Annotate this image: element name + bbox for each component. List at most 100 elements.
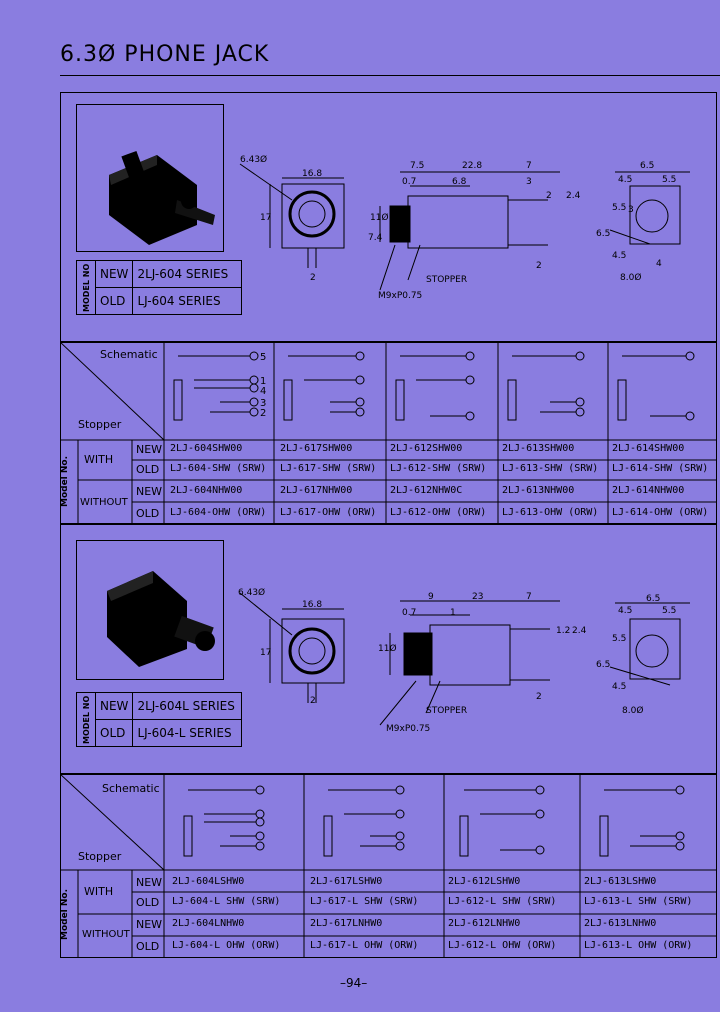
series2-drawing: 6.43Ø 16.8 17 2 9 23 7 0.7 1 1.2 2.4 11Ø… — [238, 587, 690, 734]
title-rule — [60, 75, 720, 76]
svg-text:1: 1 — [260, 376, 266, 387]
table1 — [60, 342, 717, 524]
svg-text:3: 3 — [260, 398, 266, 409]
model-no-vertical-2: Model No. — [60, 888, 70, 940]
with-old-label-2: OLD — [136, 896, 160, 909]
t2-c4-with-old: LJ-613-L SHW (SRW) — [584, 896, 693, 907]
with-new-label: NEW — [136, 443, 163, 456]
svg-text:3: 3 — [526, 177, 532, 187]
svg-text:1: 1 — [450, 608, 456, 618]
series2-panel — [60, 524, 717, 774]
series2-new-tag: NEW — [94, 692, 134, 720]
t1-c5-without-new: 2LJ-614NHW00 — [612, 485, 685, 496]
schematic-label-2: Schematic — [102, 782, 160, 795]
svg-text:5: 5 — [260, 352, 266, 363]
model-no-label-2: MODEL NO — [76, 692, 96, 747]
series1-model-table: MODEL NO NEW 2LJ-604 SERIES OLD LJ-604 S… — [76, 260, 243, 315]
t1-c2-without-old: LJ-617-OHW (ORW) — [280, 507, 377, 518]
t1-c4-without-new: 2LJ-613NHW00 — [502, 485, 575, 496]
series1-drawing: 6.43Ø 16.8 17 2 7.5 22.8 7 0.7 6.8 3 2 2… — [239, 154, 690, 300]
svg-text:4.5: 4.5 — [612, 682, 626, 692]
svg-text:2.4: 2.4 — [572, 626, 587, 636]
svg-text:6.5: 6.5 — [646, 594, 660, 604]
t1-c3-without-new: 2LJ-612NHW0C — [390, 485, 463, 496]
svg-text:2: 2 — [310, 696, 316, 706]
svg-text:2: 2 — [536, 261, 542, 271]
svg-text:4.5: 4.5 — [612, 251, 626, 261]
jack-photo-image — [109, 150, 215, 245]
t1-c4-with-old: LJ-613-SHW (SRW) — [502, 463, 599, 474]
svg-text:17: 17 — [260, 213, 271, 223]
table1-lines: 5 1 4 3 2 — [60, 342, 717, 524]
svg-text:0.7: 0.7 — [402, 608, 416, 618]
page-title: 6.3Ø PHONE JACK — [60, 42, 270, 67]
with-new-label-2: NEW — [136, 876, 163, 889]
svg-text:2: 2 — [260, 408, 266, 419]
svg-text:2: 2 — [310, 273, 316, 283]
svg-text:7.5: 7.5 — [410, 161, 424, 171]
t1-c3-without-old: LJ-612-OHW (ORW) — [390, 507, 487, 518]
t2-c4-without-new: 2LJ-613LNHW0 — [584, 918, 657, 929]
t1-c2-without-new: 2LJ-617NHW00 — [280, 485, 353, 496]
t2-c2-without-new: 2LJ-617LNHW0 — [310, 918, 383, 929]
series1-old-name: LJ-604 SERIES — [132, 287, 243, 315]
svg-text:4: 4 — [260, 386, 266, 397]
t2-c3-without-old: LJ-612-L OHW (ORW) — [448, 940, 557, 951]
svg-text:11Ø: 11Ø — [378, 643, 397, 654]
series2-photo — [76, 540, 224, 680]
series2-old-name: LJ-604-L SERIES — [132, 719, 243, 747]
t1-c1-without-new: 2LJ-604NHW00 — [170, 485, 243, 496]
svg-text:5.5: 5.5 — [662, 606, 676, 616]
t2-c4-with-new: 2LJ-613LSHW0 — [584, 876, 657, 887]
svg-text:4.5: 4.5 — [618, 606, 632, 616]
t1-c2-with-old: LJ-617-SHW (SRW) — [280, 463, 377, 474]
series1-panel — [60, 92, 717, 342]
t2-c2-without-old: LJ-617-L OHW (ORW) — [310, 940, 419, 951]
with-label-2: WITH — [84, 885, 114, 898]
model-no-vertical: Model No. — [60, 455, 70, 507]
svg-text:5.5: 5.5 — [612, 634, 626, 644]
svg-text:3: 3 — [628, 205, 634, 215]
svg-text:M9xP0.75: M9xP0.75 — [386, 724, 430, 734]
t2-c3-without-new: 2LJ-612LNHW0 — [448, 918, 521, 929]
svg-text:9: 9 — [428, 592, 434, 602]
table2 — [60, 774, 717, 958]
t1-c5-with-new: 2LJ-614SHW00 — [612, 443, 685, 454]
svg-text:7: 7 — [526, 592, 532, 602]
without-label-2: WITHOUT — [82, 929, 130, 940]
series1-new-tag: NEW — [94, 260, 134, 288]
series2-model-table: MODEL NO NEW 2LJ-604L SERIES OLD LJ-604-… — [76, 692, 243, 747]
t2-c3-with-new: 2LJ-612LSHW0 — [448, 876, 521, 887]
t2-c1-with-old: LJ-604-L SHW (SRW) — [172, 896, 281, 907]
t1-c1-without-old: LJ-604-OHW (ORW) — [170, 507, 267, 518]
series1-photo — [76, 104, 224, 252]
svg-text:6.5: 6.5 — [596, 660, 610, 670]
svg-text:5.5: 5.5 — [662, 175, 676, 185]
series2-new-name: 2LJ-604L SERIES — [132, 692, 243, 720]
svg-text:8.0Ø: 8.0Ø — [622, 705, 643, 716]
svg-text:2: 2 — [536, 692, 542, 702]
svg-text:6.5: 6.5 — [596, 229, 610, 239]
t1-c5-without-old: LJ-614-OHW (ORW) — [612, 507, 709, 518]
t1-c5-with-old: LJ-614-SHW (SRW) — [612, 463, 709, 474]
model-no-label: MODEL NO — [76, 260, 96, 315]
series1-new-name: 2LJ-604 SERIES — [132, 260, 243, 288]
t1-c3-with-new: 2LJ-612SHW00 — [390, 443, 463, 454]
without-new-label: NEW — [136, 485, 163, 498]
without-new-label-2: NEW — [136, 918, 163, 931]
table2-lines — [60, 774, 717, 958]
t1-c4-with-new: 2LJ-613SHW00 — [502, 443, 575, 454]
t2-c1-without-new: 2LJ-604LNHW0 — [172, 918, 245, 929]
svg-text:2: 2 — [546, 191, 552, 201]
t2-c2-with-new: 2LJ-617LSHW0 — [310, 876, 383, 887]
without-old-label-2: OLD — [136, 940, 160, 953]
t1-c3-with-old: LJ-612-SHW (SRW) — [390, 463, 487, 474]
jack-photo-image-2 — [107, 571, 215, 667]
t2-c3-with-old: LJ-612-L SHW (SRW) — [448, 896, 557, 907]
t1-c1-with-new: 2LJ-604SHW00 — [170, 443, 243, 454]
series2-old-tag: OLD — [94, 719, 134, 747]
svg-text:11Ø: 11Ø — [370, 212, 389, 223]
svg-text:5.5: 5.5 — [612, 203, 626, 213]
series1-old-tag: OLD — [94, 287, 134, 315]
without-old-label: OLD — [136, 507, 160, 520]
